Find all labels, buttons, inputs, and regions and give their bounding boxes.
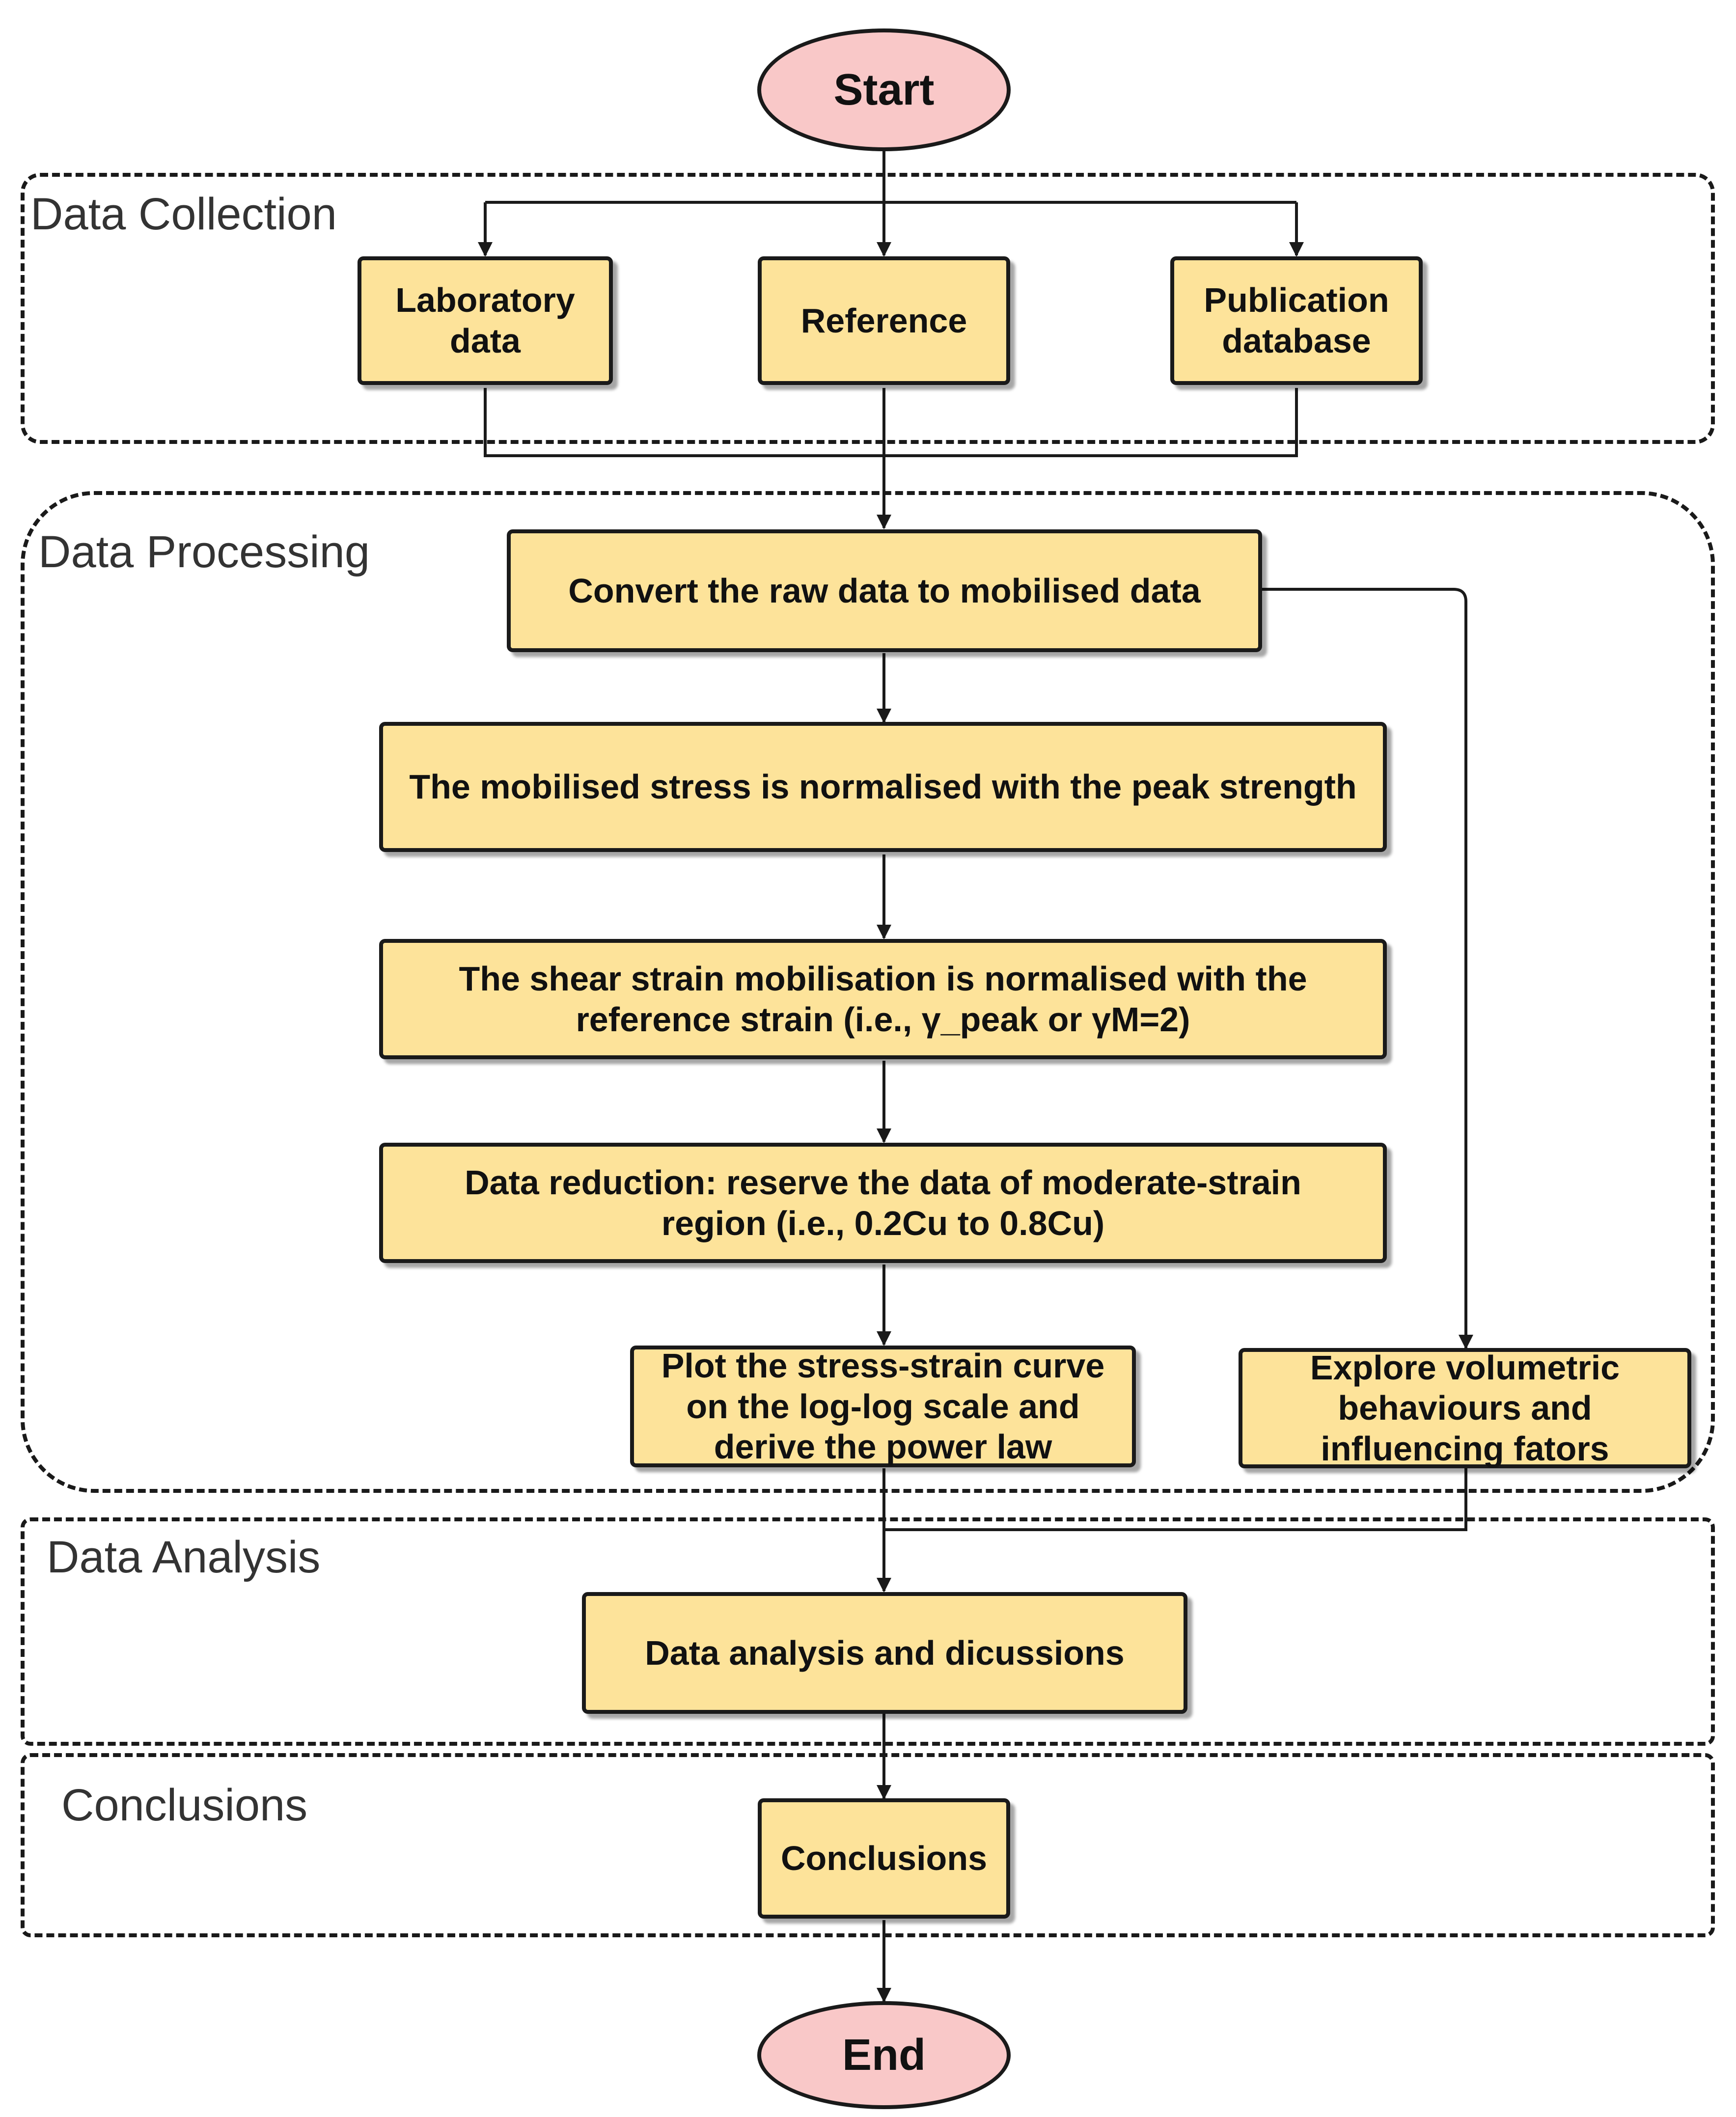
plot-power-law-box: Plot the stress-strain curve on the log-…: [630, 1346, 1136, 1467]
merge-laboratory: [484, 388, 1298, 457]
data-processing-group: [21, 491, 1715, 1493]
data-processing-label: Data Processing: [38, 527, 370, 577]
data-analysis-group: [21, 1517, 1715, 1746]
end-terminal: End: [757, 2001, 1011, 2109]
convert-raw-data-box: Convert the raw data to mobilised data: [507, 529, 1262, 652]
data-analysis-label: Data Analysis: [47, 1532, 321, 1582]
data-reduction-box: Data reduction: reserve the data of mode…: [379, 1143, 1387, 1263]
conclusions-box: Conclusions: [758, 1798, 1010, 1919]
start-terminal: Start: [757, 28, 1011, 151]
laboratory-data-box: Laboratory data: [358, 256, 613, 385]
publication-database-box: Publication database: [1170, 256, 1423, 385]
data-collection-label: Data Collection: [30, 189, 337, 239]
normalise-strain-box: The shear strain mobilisation is normali…: [379, 939, 1387, 1059]
arrow-convert-to-explore: [1262, 588, 1473, 1349]
explore-volumetric-box: Explore volumetric behaviours and influe…: [1239, 1348, 1691, 1468]
merge-plot-explore: [882, 1468, 1467, 1531]
reference-box: Reference: [758, 256, 1010, 385]
conclusions-label: Conclusions: [61, 1780, 308, 1830]
conclusions-group: [21, 1753, 1715, 1937]
data-analysis-box: Data analysis and dicussions: [582, 1592, 1187, 1714]
data-collection-group: [21, 173, 1715, 444]
normalise-stress-box: The mobilised stress is normalised with …: [379, 722, 1387, 852]
